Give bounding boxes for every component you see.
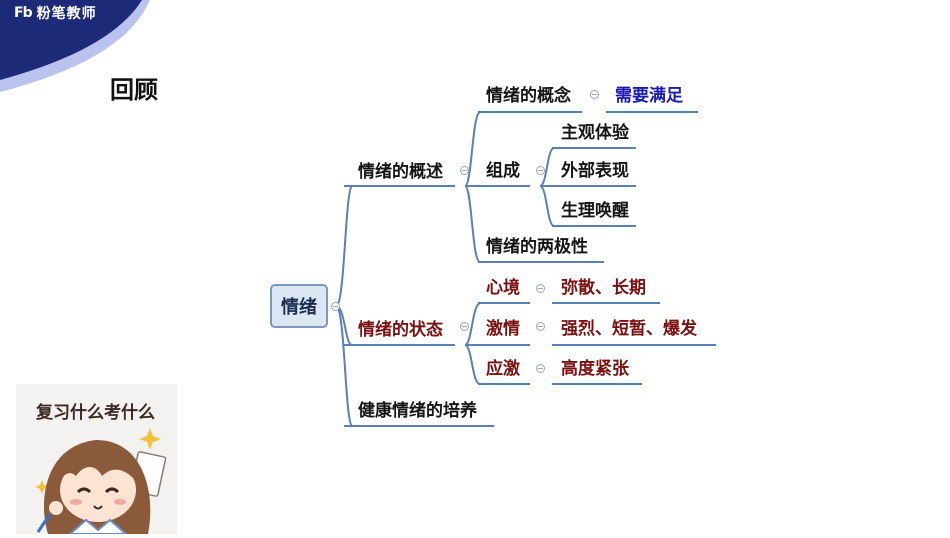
node-component-item[interactable]: 生理唤醒: [561, 201, 629, 221]
node-component-item[interactable]: 主观体验: [561, 123, 629, 143]
brand-logo: Fb 粉笔教师: [14, 3, 97, 23]
collapse-toggle-icon[interactable]: [331, 302, 340, 311]
node-emotion-overview[interactable]: 情绪的概述: [358, 162, 443, 182]
review-sticker: 复习什么考什么: [16, 384, 177, 535]
collapse-toggle-icon[interactable]: [536, 322, 545, 331]
node-emotion-states[interactable]: 情绪的状态: [358, 320, 443, 340]
collapse-toggle-icon[interactable]: [460, 166, 469, 175]
brand-corner-banner: [0, 0, 150, 92]
node-state-item[interactable]: 激情: [486, 319, 520, 339]
brand-logo-mark: Fb: [14, 5, 33, 21]
node-state-note[interactable]: 弥散、长期: [561, 278, 646, 298]
mindmap-root-node[interactable]: 情绪: [270, 284, 328, 328]
brand-name: 粉笔教师: [36, 6, 97, 22]
collapse-toggle-icon[interactable]: [536, 284, 545, 293]
node-state-note[interactable]: 高度紧张: [561, 359, 629, 379]
node-emotion-concept[interactable]: 情绪的概念: [486, 86, 571, 106]
collapse-toggle-icon[interactable]: [536, 166, 545, 175]
node-emotion-polarity[interactable]: 情绪的两极性: [486, 237, 588, 257]
collapse-toggle-icon[interactable]: [460, 322, 469, 331]
node-state-item[interactable]: 心境: [486, 278, 520, 298]
node-component-item[interactable]: 外部表现: [561, 161, 629, 181]
node-components[interactable]: 组成: [486, 161, 520, 181]
collapse-toggle-icon[interactable]: [590, 90, 599, 99]
node-healthy-emotion[interactable]: 健康情绪的培养: [358, 401, 477, 421]
node-state-note[interactable]: 强烈、短暂、爆发: [561, 319, 697, 339]
sticker-caption: 复习什么考什么: [35, 402, 155, 423]
cartoon-girl-illustration: 复习什么考什么: [35, 402, 167, 535]
page-title: 回顾: [110, 76, 158, 104]
node-concept-note[interactable]: 需要满足: [615, 86, 683, 106]
node-state-item[interactable]: 应激: [486, 359, 520, 379]
collapse-toggle-icon[interactable]: [536, 364, 545, 373]
